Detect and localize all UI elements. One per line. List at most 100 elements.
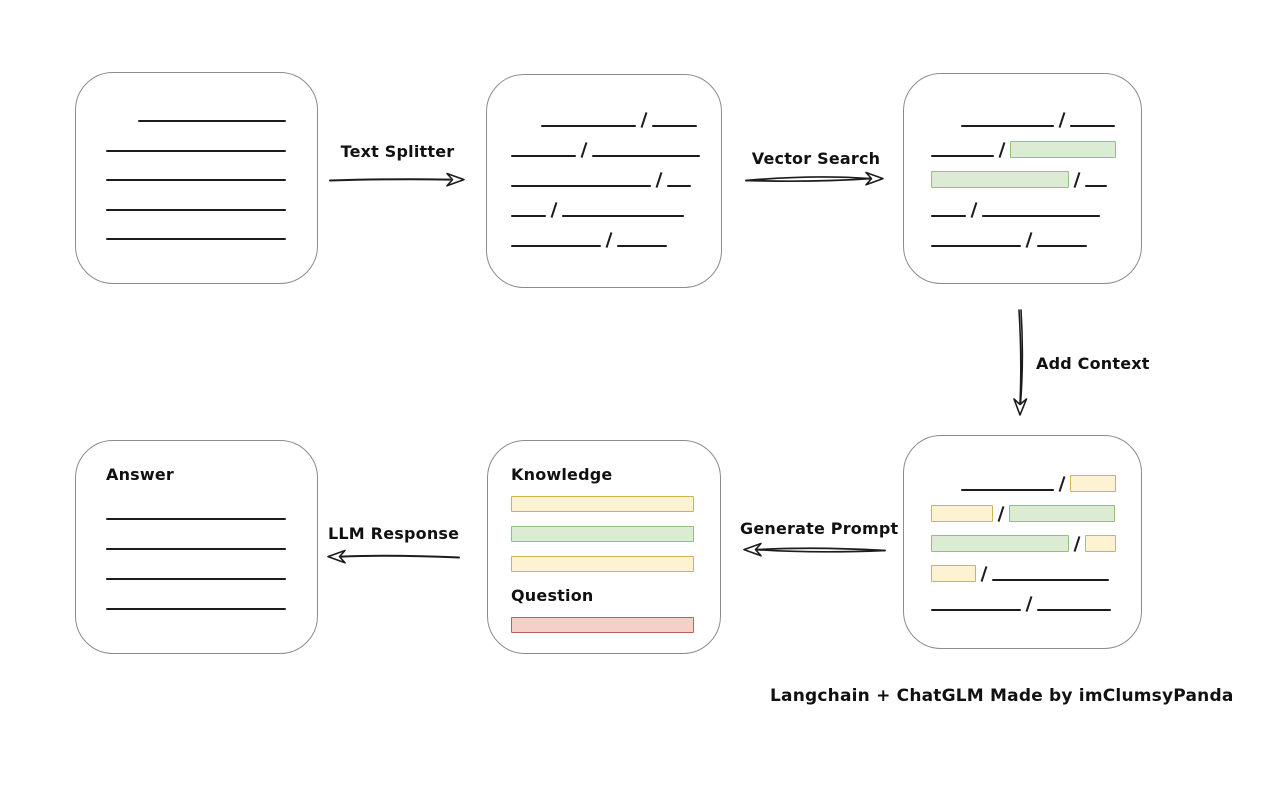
text-line xyxy=(106,518,286,520)
text-segment xyxy=(931,245,1021,247)
red-bar xyxy=(511,617,694,633)
slash-separator xyxy=(980,566,988,582)
knowledge-bars xyxy=(511,496,697,572)
text-segment xyxy=(541,125,636,127)
chunk-row xyxy=(931,532,1121,552)
chunk-row xyxy=(961,472,1121,492)
text-segment xyxy=(982,215,1100,217)
text-segment xyxy=(1070,125,1115,127)
add-context-label: Add Context xyxy=(1036,354,1150,373)
chunk-row xyxy=(931,228,1121,248)
slash-separator xyxy=(1058,476,1066,492)
text-segment xyxy=(1037,609,1111,611)
text-segment xyxy=(562,215,684,217)
question-label: Question xyxy=(511,586,594,605)
chunk-row xyxy=(931,562,1121,582)
text-line xyxy=(106,149,286,152)
text-splitter-arrow xyxy=(329,172,465,187)
green-chunk xyxy=(931,171,1069,188)
document-box xyxy=(75,72,318,284)
yellow-chunk xyxy=(1085,535,1116,552)
slash-separator xyxy=(1073,172,1081,188)
slash-separator xyxy=(1025,596,1033,612)
chunk-row xyxy=(511,168,701,188)
green-chunk xyxy=(931,535,1069,552)
chunk-row xyxy=(931,502,1121,522)
yellow-chunk xyxy=(931,565,976,582)
slash-separator xyxy=(1058,112,1066,128)
llm-response-arrow xyxy=(327,549,460,564)
chunk-row xyxy=(541,108,701,128)
document-lines xyxy=(76,73,317,240)
slash-separator xyxy=(605,232,613,248)
text-segment xyxy=(961,489,1054,491)
chunk-row xyxy=(931,592,1121,612)
text-segment xyxy=(931,155,994,157)
yellow-bar xyxy=(511,556,694,572)
answer-label: Answer xyxy=(106,465,175,484)
slash-separator xyxy=(550,202,558,218)
chunk-row xyxy=(931,168,1121,188)
prompt-box: Knowledge Question xyxy=(487,440,721,654)
text-segment xyxy=(511,155,576,157)
text-segment xyxy=(652,125,697,127)
yellow-bar xyxy=(511,496,694,512)
answer-box-content: Answer xyxy=(106,465,286,610)
text-segment xyxy=(617,245,667,247)
text-line xyxy=(106,238,286,240)
text-segment xyxy=(667,185,691,187)
text-segment xyxy=(511,185,651,187)
context-chunk-rows xyxy=(931,436,1121,622)
chunks-box xyxy=(486,74,722,288)
prompt-box-content: Knowledge Question xyxy=(511,465,697,633)
text-segment xyxy=(1085,185,1107,187)
slash-separator xyxy=(997,506,1005,522)
green-chunk xyxy=(1009,505,1115,522)
text-line xyxy=(138,120,286,122)
text-splitter-label: Text Splitter xyxy=(340,142,455,161)
yellow-chunk xyxy=(931,505,993,522)
text-segment xyxy=(511,245,601,247)
slash-separator xyxy=(970,202,978,218)
diagram-caption: Langchain + ChatGLM Made by imClumsyPand… xyxy=(770,686,1234,706)
yellow-chunk xyxy=(1070,475,1116,492)
text-line xyxy=(106,208,286,211)
text-line xyxy=(106,578,286,580)
vector-search-label: Vector Search xyxy=(751,149,881,168)
text-segment xyxy=(1037,245,1087,247)
slash-separator xyxy=(640,112,648,128)
slash-separator xyxy=(1025,232,1033,248)
add-context-arrow xyxy=(1013,309,1028,416)
text-line xyxy=(106,608,286,610)
chunk-row xyxy=(511,198,701,218)
slash-separator xyxy=(1073,536,1081,552)
slash-separator xyxy=(655,172,663,188)
chunk-row xyxy=(931,198,1121,218)
text-segment xyxy=(592,155,700,157)
chunk-rows xyxy=(511,75,701,258)
matched-chunks-box xyxy=(903,73,1142,284)
slash-separator xyxy=(580,142,588,158)
text-line xyxy=(106,179,286,181)
text-line xyxy=(106,548,286,550)
text-segment xyxy=(511,215,546,217)
text-segment xyxy=(961,125,1054,127)
text-segment xyxy=(992,579,1109,581)
text-segment xyxy=(931,609,1021,611)
generate-prompt-arrow xyxy=(743,542,886,557)
matched-chunk-rows xyxy=(931,74,1121,258)
slash-separator xyxy=(998,142,1006,158)
context-chunks-box xyxy=(903,435,1142,649)
knowledge-label: Knowledge xyxy=(511,465,613,484)
chunk-row xyxy=(511,228,701,248)
answer-lines xyxy=(106,518,286,610)
answer-box: Answer xyxy=(75,440,318,654)
chunk-row xyxy=(961,108,1121,128)
green-bar xyxy=(511,526,694,542)
llm-response-label: LLM Response xyxy=(328,524,460,543)
text-segment xyxy=(931,215,966,217)
chunk-row xyxy=(931,138,1121,158)
question-bars xyxy=(511,617,697,633)
green-chunk xyxy=(1010,141,1116,158)
